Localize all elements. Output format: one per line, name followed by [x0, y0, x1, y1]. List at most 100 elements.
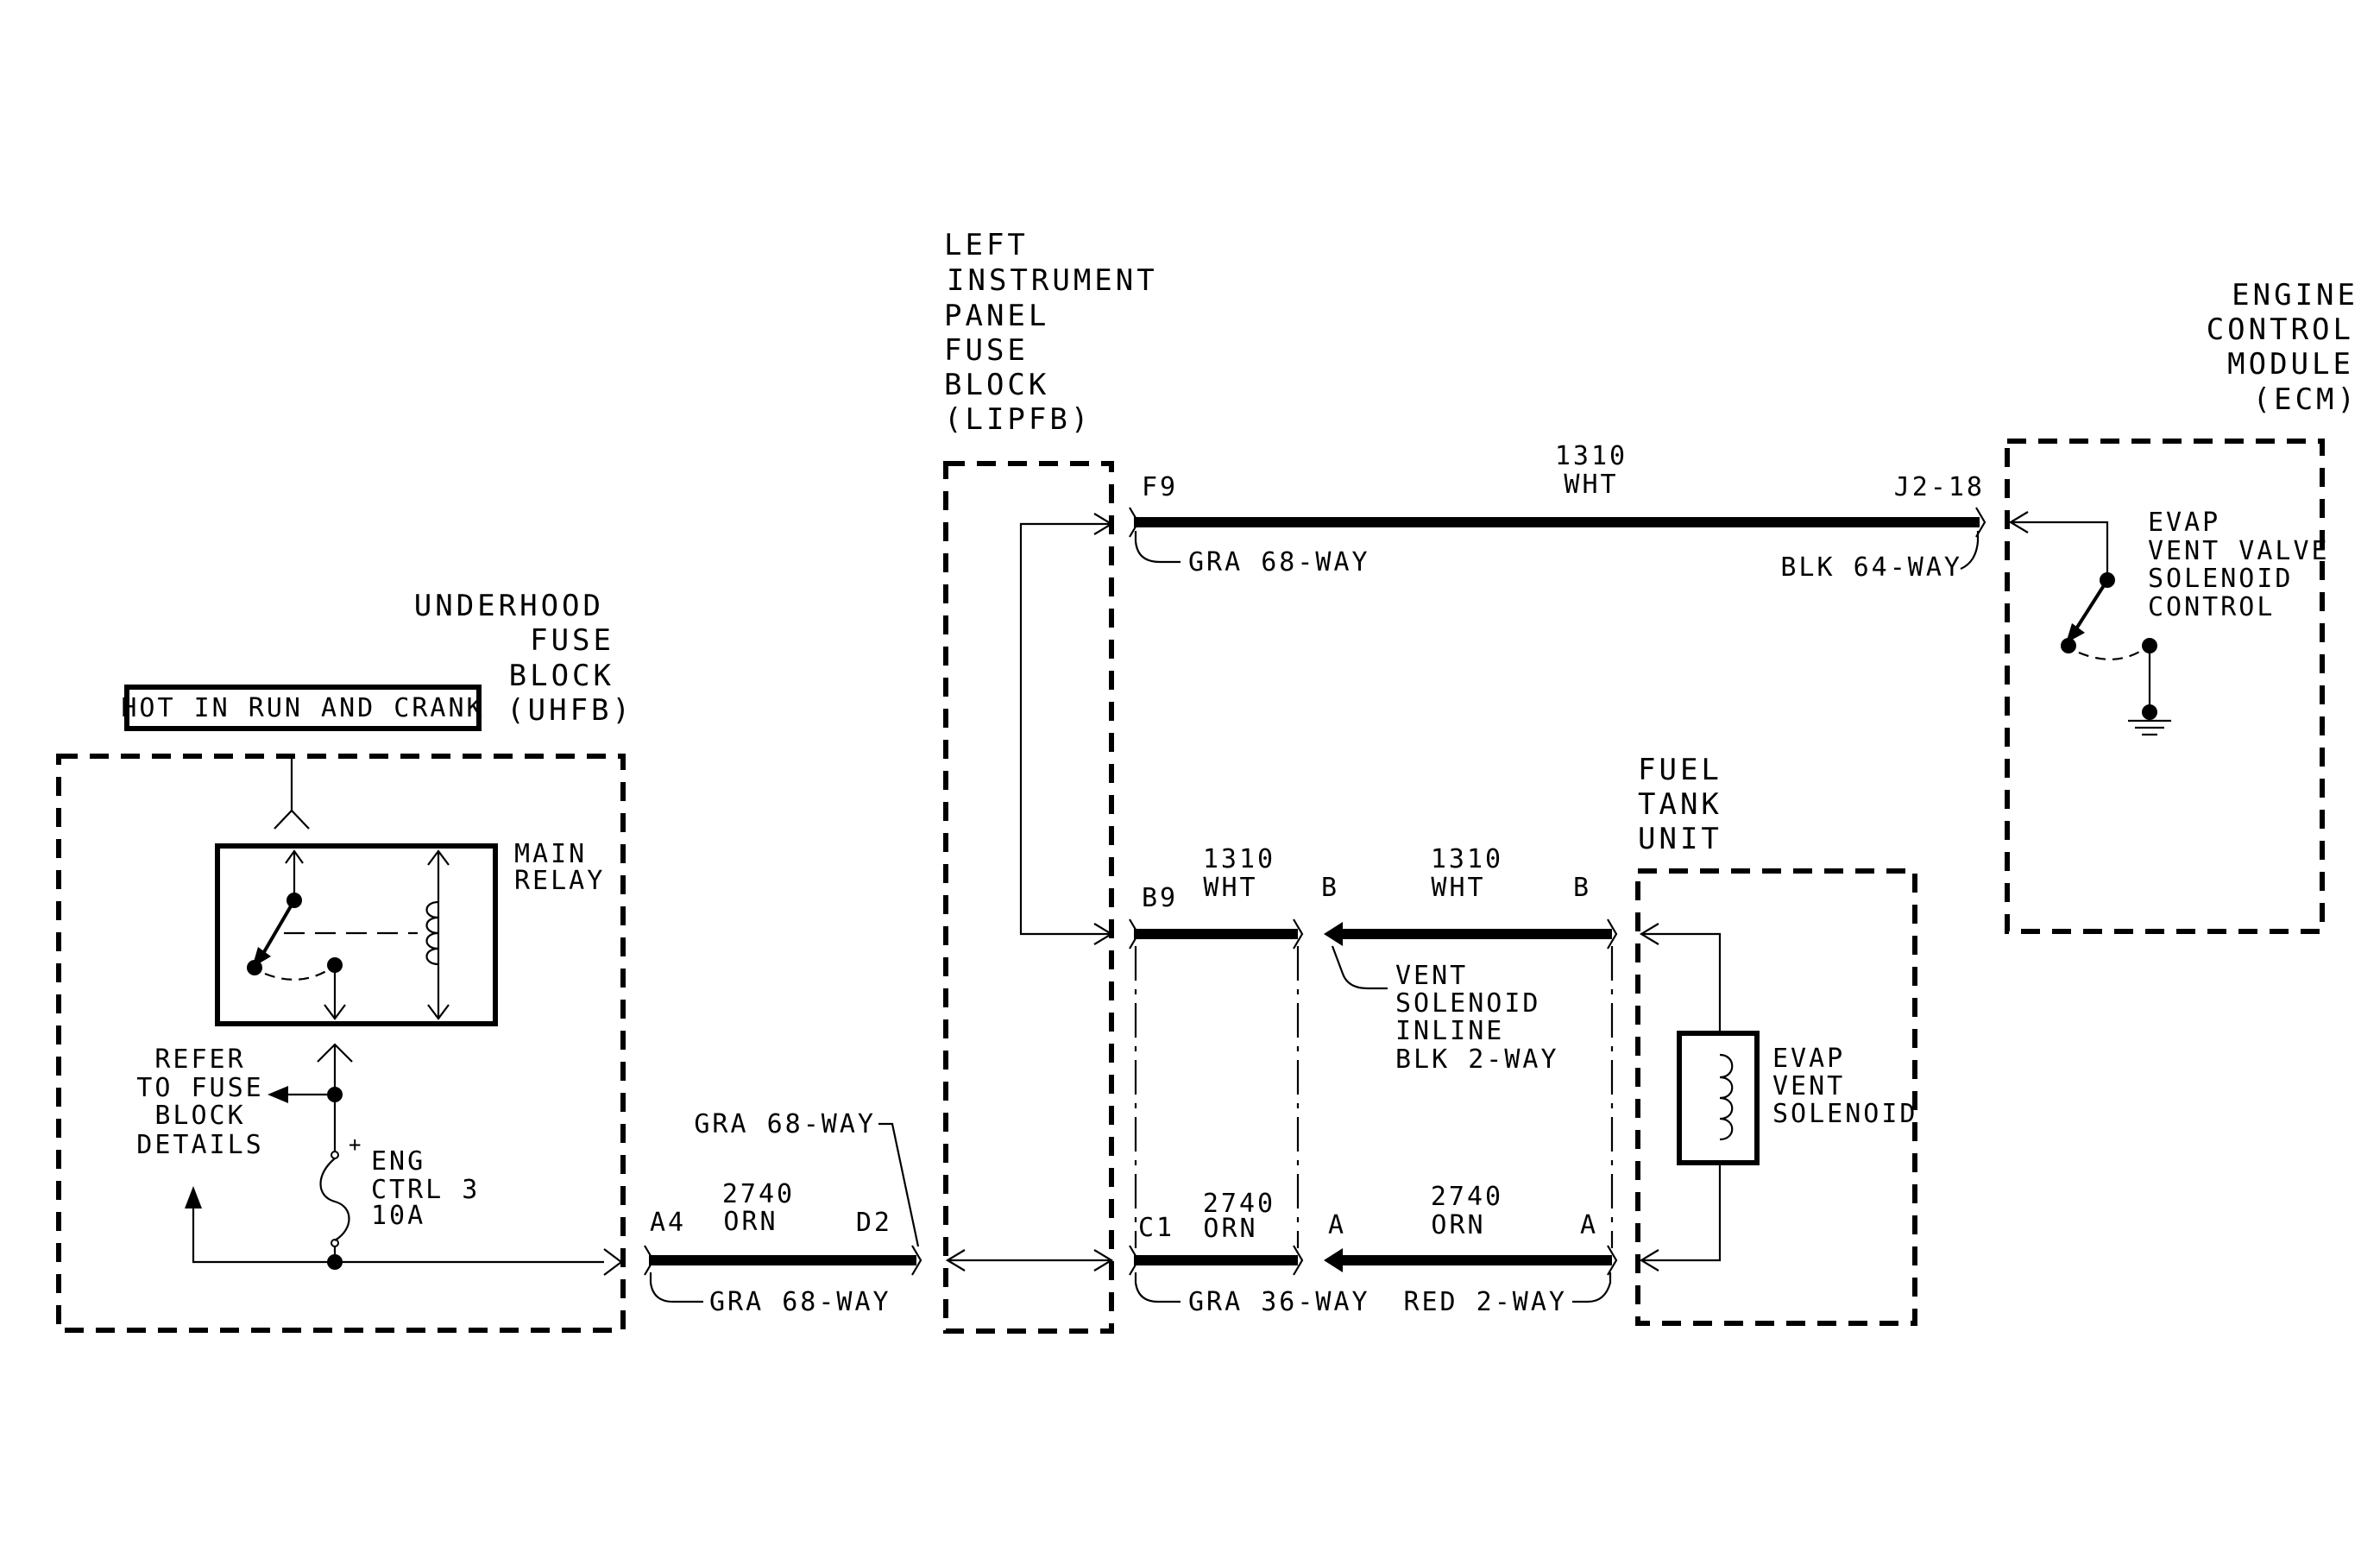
wire-uhfb-right-pin: D2 — [856, 1208, 892, 1238]
relay-coil-top-arrow — [427, 849, 450, 866]
fuel-tank-label-1: FUEL — [1638, 753, 1722, 787]
wire-top-right-conn-leader — [1960, 531, 1980, 571]
wire-bottom-right-circuit: 2740 — [1431, 1182, 1503, 1212]
uhfb-a4-arrow — [603, 1248, 623, 1276]
hot-in-run-label: HOT IN RUN AND CRANK — [121, 693, 484, 723]
wire-1310-top: 1310 WHT F9 J2-18 GRA 68-WAY BLK 64-WAY — [1129, 441, 1986, 583]
evap-vent-solenoid-label-2: VENT — [1772, 1071, 1845, 1101]
relay-switch-contact — [247, 960, 262, 975]
uhfb-label-3: BLOCK — [509, 659, 614, 693]
relay-coil-icon — [425, 900, 439, 966]
wire-top-circuit: 1310 — [1555, 441, 1628, 471]
coil-icon — [1719, 1053, 1734, 1141]
lipfb-c1-arrow — [1093, 1249, 1114, 1272]
fuel-tank-wire-b — [1641, 932, 1722, 1033]
vent-solenoid-inline-label: VENT SOLENOID INLINE BLK 2-WAY — [1395, 961, 1557, 1075]
refer-label-1: REFER — [154, 1044, 245, 1075]
wire-mid-right-circuit: 1310 — [1431, 844, 1503, 874]
wire-2740-right: 2740 ORN A RED 2-WAY — [1324, 1182, 1618, 1317]
ecm-box — [2005, 439, 2325, 934]
wire-mid-left-pin-right: B — [1321, 873, 1339, 903]
wire-uhfb-left-connector — [644, 1245, 655, 1276]
lipfb-d2-arrow — [945, 1249, 966, 1272]
relay-feed-arrow — [285, 849, 304, 864]
wire-top-left-pin: F9 — [1142, 472, 1178, 502]
ecm-switch-arm — [2074, 578, 2109, 632]
ecm-label-1: ENGINE — [2232, 278, 2358, 312]
ecm-label-2: CONTROL — [2207, 312, 2354, 347]
wire-bottom-left-conn: GRA 36-WAY — [1188, 1287, 1370, 1317]
lipfb-internal-wire — [1019, 522, 1110, 936]
fuel-tank-box — [1635, 868, 1917, 1326]
main-relay-label-1: MAIN — [514, 839, 587, 869]
fuel-tank-label-3: UNIT — [1638, 822, 1722, 856]
refer-label-3: BLOCK — [154, 1101, 245, 1131]
ecm-label-4: (ECM) — [2253, 382, 2358, 417]
ecm-ground-node — [2142, 704, 2157, 720]
wire-1310-mid-left: 1310 WHT B9 B — [1129, 844, 1339, 950]
wire-bottom-right-conn: RED 2-WAY — [1403, 1287, 1567, 1317]
evap-vent-solenoid-label-1: EVAP — [1772, 1044, 1845, 1074]
fuel-tank-b-arrow — [1639, 923, 1659, 945]
fuse-label-1: ENG — [371, 1146, 425, 1177]
lipfb-block: LEFT INSTRUMENT PANEL FUSE BLOCK (LIPFB) — [943, 228, 1155, 1334]
relay-switch-arm — [260, 899, 296, 958]
wire-uhfb-upper-leader — [878, 1122, 920, 1247]
wire-bottom-right-conn-leader — [1572, 1272, 1612, 1303]
evap-vent-solenoid-body — [1677, 1031, 1760, 1165]
lipfb-b9-arrow — [1093, 923, 1114, 945]
lipfb-label-3: PANEL — [944, 299, 1049, 333]
ground-icon — [2128, 719, 2171, 736]
fuse-label-2: CTRL 3 — [371, 1175, 480, 1205]
wire-1310-mid-right: 1310 WHT B — [1324, 844, 1618, 990]
wire-top-right-pin: J2-18 — [1894, 472, 1985, 502]
wire-mid-left-color: WHT — [1203, 873, 1257, 903]
fuse-plus: + — [349, 1133, 361, 1157]
fuse-icon — [319, 1151, 350, 1247]
ecm-switch-arrowhead — [2066, 623, 2085, 643]
ecm-block: ENGINE CONTROL MODULE (ECM) EVAP VENT VA… — [2005, 278, 2358, 934]
uhfb-up-arrow-icon — [185, 1186, 202, 1208]
wire-2740-left: 2740 ORN C1 A GRA 36-WAY — [1129, 1189, 1370, 1317]
wire-mid-right-arrowhead — [1324, 922, 1343, 946]
wire-uhfb-lower-leader — [649, 1272, 703, 1303]
refer-arrow-icon — [268, 1086, 288, 1103]
evap-vent-valve-label-4: CONTROL — [2148, 592, 2275, 622]
wire-bottom-left-conn-leader — [1134, 1272, 1181, 1303]
wire-uhfb-right-connector — [911, 1245, 922, 1276]
wire-uhfb-left-pin: A4 — [650, 1208, 686, 1238]
wire-top-right-connector — [1975, 507, 1986, 538]
fuel-tank-label-2: TANK — [1638, 787, 1722, 822]
uhfb-label-2: FUSE — [530, 623, 614, 658]
wire-bottom-left-pin-right: A — [1328, 1210, 1346, 1240]
uhfb-label-4: (UHFB) — [507, 693, 633, 728]
wire-bottom-left-circuit: 2740 — [1203, 1189, 1275, 1219]
fuse-label-3: 10A — [371, 1201, 425, 1231]
wire-uhfb-upper-conn: GRA 68-WAY — [694, 1109, 876, 1139]
connector-linkage-lines — [1134, 946, 1614, 1248]
ecm-internal-wire — [2011, 521, 2109, 580]
wire-mid-left-circuit: 1310 — [1203, 844, 1275, 874]
main-relay-label-2: RELAY — [514, 866, 605, 896]
vent-inline-label-3: INLINE — [1395, 1016, 1504, 1046]
wire-bottom-left-color: ORN — [1203, 1214, 1257, 1244]
fuel-tank-unit: FUEL TANK UNIT EVAP VENT SOLENOID — [1635, 753, 1917, 1326]
wire-mid-left-right-connector — [1293, 918, 1304, 950]
lipfb-f9-arrow — [1093, 513, 1114, 535]
evap-vent-valve-label-3: SOLENOID — [2148, 564, 2294, 594]
lipfb-box — [943, 461, 1114, 1334]
relay-output-arrow — [324, 1004, 346, 1020]
wire-mid-left-pin-left: B9 — [1142, 883, 1178, 913]
vent-inline-label-1: VENT — [1395, 961, 1468, 991]
wire-2740-uhfb: 2740 ORN A4 D2 GRA 68-WAY GRA 68-WAY — [644, 1109, 922, 1317]
lipfb-label-1: LEFT — [944, 228, 1029, 262]
wire-mid-left-left-connector — [1129, 918, 1140, 950]
wire-mid-right-pin-right: B — [1573, 873, 1591, 903]
wire-uhfb-circuit: 2740 — [722, 1179, 795, 1209]
refer-label-4: DETAILS — [136, 1130, 263, 1160]
relay-coil-bottom-arrow — [427, 1004, 450, 1020]
wire-mid-right-color: WHT — [1431, 873, 1485, 903]
ecm-j2-arrow — [2008, 511, 2029, 533]
wire-bottom-right-right-connector — [1607, 1245, 1618, 1276]
hot-in-run-label-box — [124, 685, 482, 731]
